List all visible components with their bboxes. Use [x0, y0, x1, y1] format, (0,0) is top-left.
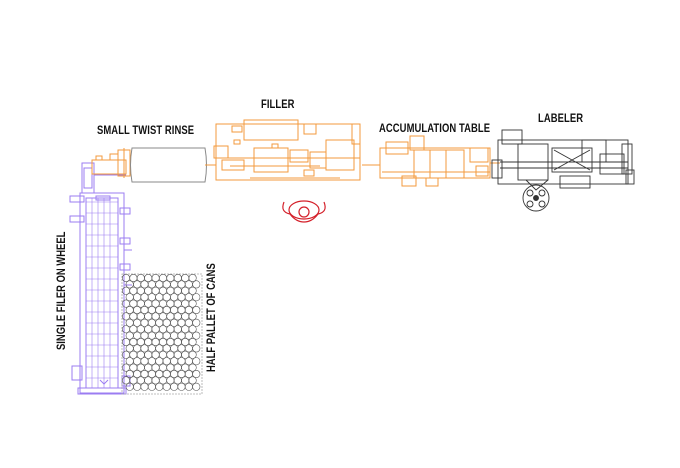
can-circle-icon	[170, 382, 179, 391]
can-circle-icon	[184, 382, 193, 391]
can-circle-icon	[188, 273, 197, 282]
can-circle-icon	[192, 331, 201, 340]
half-pallet-of-cans	[121, 273, 203, 395]
can-circle-icon	[188, 286, 197, 295]
can-circle-icon	[188, 299, 197, 308]
can-circle-icon	[192, 293, 201, 302]
label-labeler: LABELER	[538, 113, 584, 125]
accumulation-table	[362, 135, 500, 187]
can-circle-icon	[192, 280, 201, 289]
can-circle-icon	[192, 344, 201, 353]
can-circle-icon	[192, 318, 201, 327]
labeler	[491, 129, 635, 212]
can-circle-icon	[188, 325, 197, 334]
can-circle-icon	[188, 376, 197, 385]
can-circle-icon	[192, 382, 201, 391]
small-twist-rinse	[91, 147, 216, 183]
filler	[213, 119, 361, 181]
can-circle-icon	[140, 382, 149, 391]
can-circle-icon	[188, 337, 197, 346]
single-filer-on-wheel	[69, 162, 132, 395]
can-circle-icon	[188, 350, 197, 359]
can-circle-icon	[188, 312, 197, 321]
can-circle-icon	[192, 357, 201, 366]
label-accumulation-table: ACCUMULATION TABLE	[379, 123, 491, 135]
can-circle-icon	[188, 363, 197, 372]
label-small-twist-rinse: SMALL TWIST RINSE	[97, 125, 195, 137]
can-circle-icon	[162, 382, 171, 391]
can-circle-icon	[147, 382, 156, 391]
can-circle-icon	[177, 382, 186, 391]
can-circle-icon	[192, 305, 201, 314]
label-filler: FILLER	[261, 99, 295, 111]
can-circle-icon	[155, 382, 164, 391]
operator-top-view-icon	[282, 200, 326, 223]
can-circle-icon	[133, 382, 142, 391]
can-circle-icon	[192, 369, 201, 378]
